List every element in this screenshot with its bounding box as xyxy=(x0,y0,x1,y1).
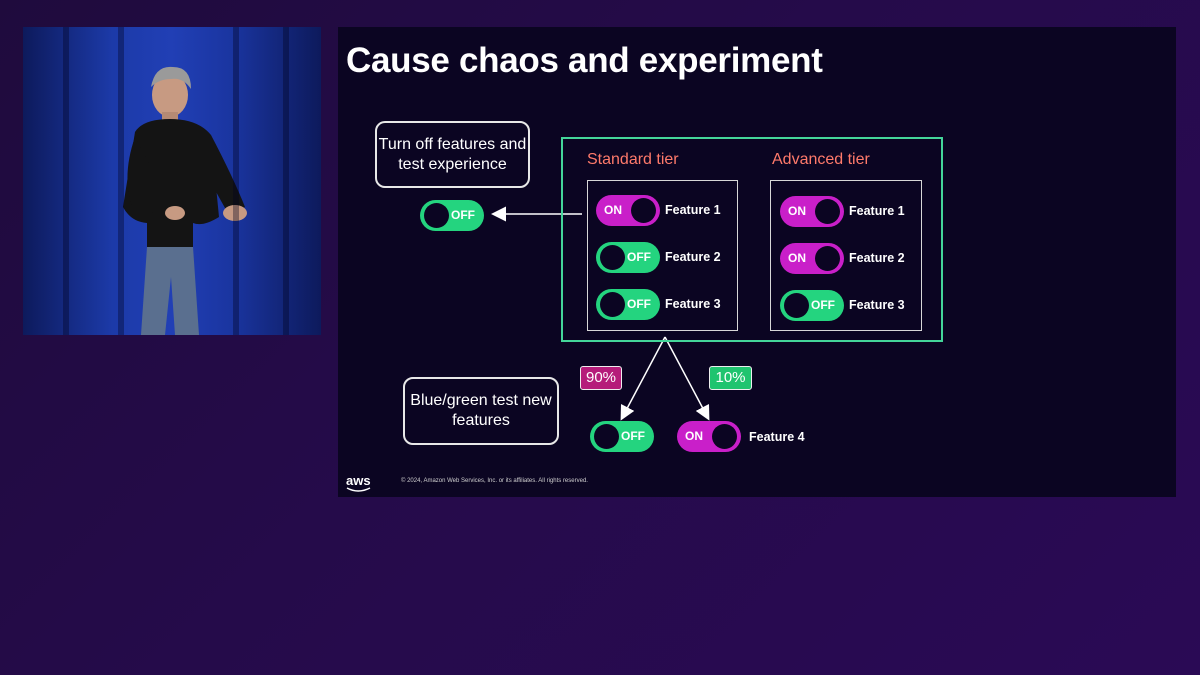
test-toggle-off[interactable]: OFF xyxy=(420,200,484,231)
toggle-label: ON xyxy=(788,204,806,218)
toggle-knob xyxy=(815,246,840,271)
aws-logo-text: aws xyxy=(346,473,371,488)
curtain-fold xyxy=(118,27,124,335)
curtain-fold xyxy=(63,27,69,335)
toggle-label: OFF xyxy=(627,250,651,264)
standard-feature1-label: Feature 1 xyxy=(665,203,721,217)
flow-arrows xyxy=(491,206,710,421)
advanced-feature1-toggle[interactable]: ON xyxy=(780,196,844,227)
toggle-knob xyxy=(631,198,656,223)
toggle-label: OFF xyxy=(621,429,645,443)
standard-feature2-label: Feature 2 xyxy=(665,250,721,264)
toggle-knob xyxy=(424,203,449,228)
toggle-label: OFF xyxy=(627,297,651,311)
toggle-knob xyxy=(815,199,840,224)
callout-blue-green-test: Blue/green test new features xyxy=(403,377,559,445)
percent-badge-90: 90% xyxy=(580,366,622,390)
advanced-tier-box xyxy=(770,180,922,331)
toggle-label: OFF xyxy=(811,298,835,312)
advanced-tier-title: Advanced tier xyxy=(772,151,870,168)
presentation-slide: Cause chaos and experiment Turn off feat… xyxy=(338,27,1176,497)
toggle-label: ON xyxy=(788,251,806,265)
toggle-knob xyxy=(594,424,619,449)
toggle-label: ON xyxy=(604,203,622,217)
advanced-feature3-label: Feature 3 xyxy=(849,298,905,312)
toggle-label: ON xyxy=(685,429,703,443)
advanced-feature3-toggle[interactable]: OFF xyxy=(780,290,844,321)
aws-logo: aws xyxy=(346,473,371,492)
copyright-text: © 2024, Amazon Web Services, Inc. or its… xyxy=(401,478,588,484)
standard-feature3-label: Feature 3 xyxy=(665,297,721,311)
speaker-video xyxy=(23,27,321,335)
standard-feature2-toggle[interactable]: OFF xyxy=(596,242,660,273)
split-toggle-on[interactable]: ON xyxy=(677,421,741,452)
arrow-to-split-off xyxy=(620,336,666,421)
advanced-feature1-label: Feature 1 xyxy=(849,204,905,218)
feature4-label: Feature 4 xyxy=(749,430,805,444)
standard-feature3-toggle[interactable]: OFF xyxy=(596,289,660,320)
curtain-fold xyxy=(233,27,239,335)
slide-title: Cause chaos and experiment xyxy=(346,41,823,80)
standard-feature1-toggle[interactable]: ON xyxy=(596,195,660,226)
callout-turn-off-features: Turn off features and test experience xyxy=(375,121,530,188)
tiers-group xyxy=(561,137,943,342)
toggle-knob xyxy=(784,293,809,318)
toggle-knob xyxy=(600,292,625,317)
advanced-feature2-label: Feature 2 xyxy=(849,251,905,265)
toggle-knob xyxy=(712,424,737,449)
advanced-feature2-toggle[interactable]: ON xyxy=(780,243,844,274)
aws-smile-icon xyxy=(346,487,371,492)
percent-badge-10: 10% xyxy=(709,366,752,390)
split-toggle-off[interactable]: OFF xyxy=(590,421,654,452)
speaker-figure xyxy=(123,66,247,335)
standard-tier-title: Standard tier xyxy=(587,151,679,168)
arrow-to-split-on xyxy=(664,336,710,421)
curtain-fold xyxy=(283,27,289,335)
toggle-knob xyxy=(600,245,625,270)
toggle-label: OFF xyxy=(451,208,475,222)
standard-tier-box xyxy=(587,180,738,331)
